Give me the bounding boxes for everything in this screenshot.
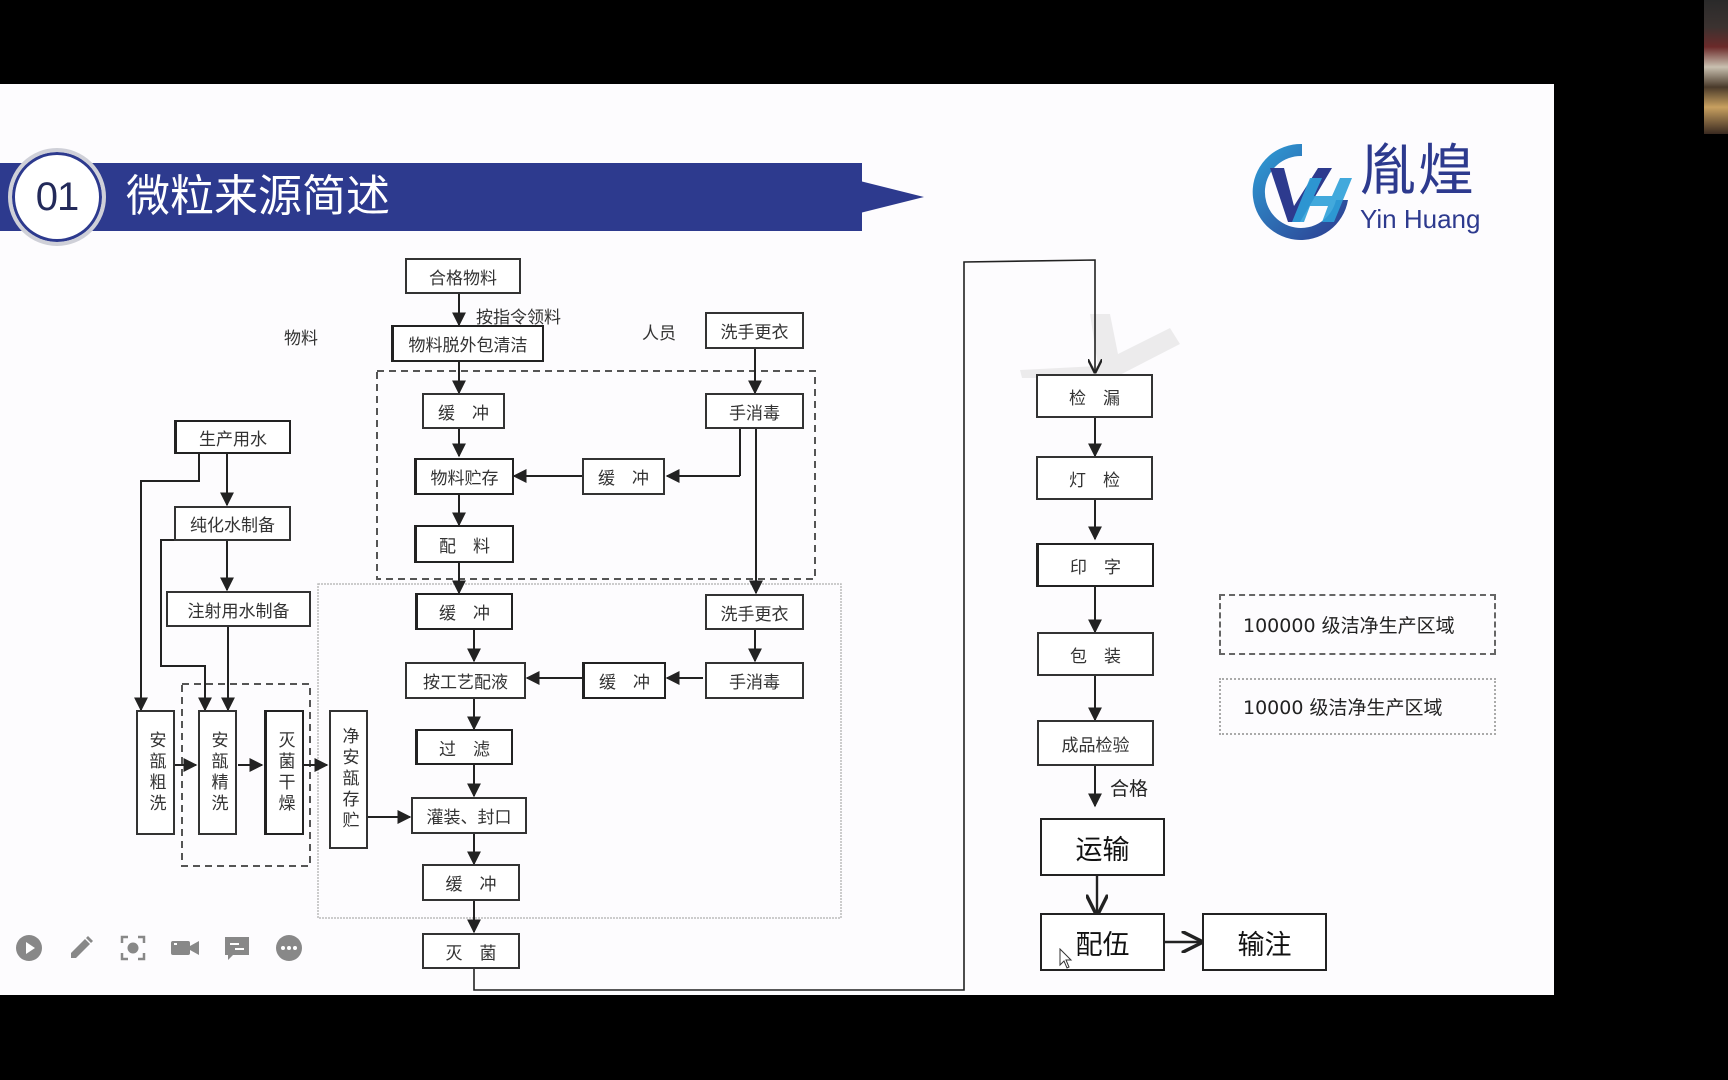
edge-label-qualified: 合格	[1110, 778, 1149, 800]
node-final-inspection: 成品检验	[1037, 720, 1154, 766]
pen-button[interactable]	[66, 933, 96, 963]
company-logo: 胤煌 Yin Huang	[1248, 138, 1488, 242]
node-fill-seal: 灌装、封口	[411, 797, 527, 834]
title-banner	[0, 163, 862, 231]
node-clean-ampoule-storage: 净安瓿存贮	[329, 710, 368, 849]
node-sterile-dry: 灭菌干燥	[264, 710, 304, 835]
node-compounding: 配伍	[1040, 913, 1165, 971]
node-light-inspection: 灯 检	[1036, 456, 1153, 500]
node-wash-change-2: 洗手更衣	[705, 594, 804, 630]
presentation-toolbar	[14, 933, 304, 963]
node-batching: 配 料	[414, 525, 514, 563]
legend-100000-zone: 100000 级洁净生产区域	[1219, 594, 1496, 655]
mouse-cursor-icon	[1059, 948, 1073, 969]
node-buffer-5: 缓 冲	[422, 864, 520, 901]
node-ampoule-fine-wash: 安瓿精洗	[198, 710, 237, 835]
node-infusion: 输注	[1202, 913, 1327, 971]
title-banner-arrow	[860, 181, 924, 213]
node-purified-water: 纯化水制备	[174, 506, 291, 541]
logo-chinese-name: 胤煌	[1360, 139, 1476, 204]
node-buffer-1: 缓 冲	[422, 393, 505, 429]
pen-icon	[71, 936, 93, 958]
subtitle-button[interactable]	[222, 933, 252, 963]
node-hand-disinfect-1: 手消毒	[705, 393, 804, 429]
node-buffer-2: 缓 冲	[582, 458, 665, 495]
logo-english-name: Yin Huang	[1360, 204, 1481, 234]
section-number: 01	[35, 174, 79, 219]
node-process-compounding: 按工艺配液	[405, 662, 526, 699]
node-sterilization: 灭 菌	[422, 933, 520, 969]
node-production-water: 生产用水	[174, 420, 291, 454]
node-transport: 运输	[1040, 818, 1165, 876]
slide: 01 微粒来源简述 胤煌 Yin Huang	[0, 84, 1554, 995]
camera-icon	[171, 941, 199, 955]
node-buffer-3: 缓 冲	[415, 593, 513, 630]
node-buffer-4: 缓 冲	[582, 662, 666, 699]
node-qualified-material: 合格物料	[405, 258, 521, 294]
more-button[interactable]	[274, 933, 304, 963]
section-label-personnel: 人员	[642, 324, 676, 344]
watermark-shape	[1020, 314, 1180, 378]
node-material-unpack-clean: 物料脱外包清洁	[391, 325, 544, 362]
focus-button[interactable]	[118, 933, 148, 963]
edge-label-by-instruction: 按指令领料	[476, 308, 561, 328]
node-printing: 印 字	[1036, 543, 1154, 587]
node-packaging: 包 装	[1037, 632, 1154, 676]
play-icon	[16, 935, 42, 961]
node-injection-water: 注射用水制备	[166, 591, 311, 627]
legend-10000-zone: 10000 级洁净生产区域	[1219, 678, 1496, 735]
webcam-thumbnail	[1704, 0, 1728, 134]
node-filtration: 过 滤	[415, 729, 513, 765]
more-icon	[276, 935, 302, 961]
section-number-badge: 01	[8, 148, 106, 246]
region-100000-lower	[181, 683, 311, 867]
region-100000-upper	[376, 370, 816, 580]
section-label-material: 物料	[284, 329, 318, 349]
subtitle-icon	[225, 937, 249, 960]
camera-button[interactable]	[170, 933, 200, 963]
node-hand-disinfect-2: 手消毒	[705, 662, 804, 699]
flow-connectors	[134, 259, 1554, 991]
node-leak-test: 检 漏	[1036, 374, 1153, 418]
play-button[interactable]	[14, 933, 44, 963]
slide-title: 微粒来源简述	[126, 171, 390, 222]
node-wash-change-1: 洗手更衣	[705, 312, 804, 349]
node-ampoule-rough-wash: 安瓿粗洗	[136, 710, 175, 835]
region-10000	[317, 583, 842, 919]
node-material-storage: 物料贮存	[414, 458, 514, 495]
logo-mark-icon	[1252, 143, 1352, 240]
focus-icon	[120, 935, 146, 961]
